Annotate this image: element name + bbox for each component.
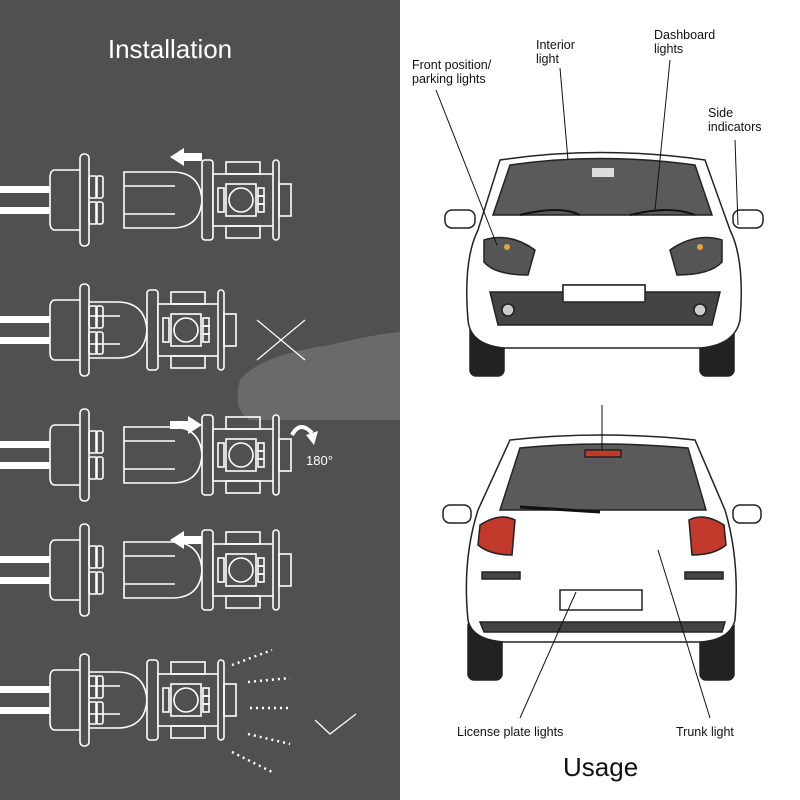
car-rear [442,434,762,681]
check-icon [314,713,357,735]
usage-panel: Front position/ parking lights Interior … [400,0,800,800]
arrow-left-icon [170,148,202,166]
step-2 [0,283,306,377]
step-5 [0,648,357,774]
leader-lines [435,59,739,719]
cross-icon [256,319,306,361]
usage-title: Usage [563,752,639,782]
step-1 [0,148,292,247]
label-trunk: Trunk light [676,725,734,739]
light-rays-icon [231,648,292,774]
installation-title: Installation [107,34,233,64]
car-front [444,151,764,377]
rotate-label: 180° [306,453,333,468]
step-3 [0,408,318,502]
label-dashboard: Dashboard lights [654,28,716,56]
rotate-icon [290,425,318,445]
label-interior: Interior light [536,38,575,66]
installation-panel: CA [0,0,400,800]
label-front-position: Front position/ parking lights [412,58,492,86]
label-license-plate: License plate lights [457,725,564,739]
svg-text:CA: CA [335,379,387,420]
step-4 [0,523,292,617]
usage-diagram [435,59,764,719]
installation-diagram: CA [0,148,400,774]
watermark-logo: CA [237,332,400,420]
label-side-indicators: Side indicators [708,106,762,134]
